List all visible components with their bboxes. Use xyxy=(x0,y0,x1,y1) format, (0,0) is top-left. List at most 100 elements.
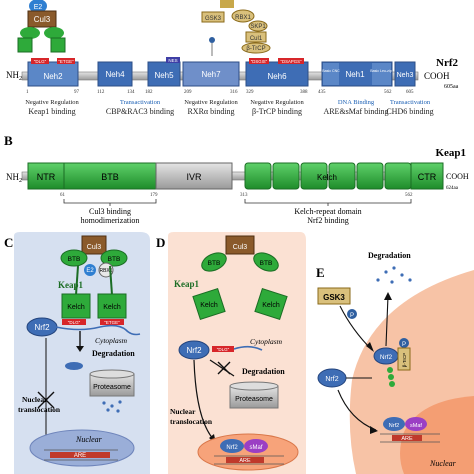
keap1-c-label: Keap1 xyxy=(58,280,84,290)
btb-c-left-label: BTB xyxy=(68,256,81,263)
nrf2-c-fragment xyxy=(65,362,83,370)
ubiquitin-e xyxy=(387,367,395,387)
gsk3-e-arrowhead xyxy=(366,342,374,352)
degradation-c-label: Degradation xyxy=(92,349,135,358)
nrf2-nh2: NH2 xyxy=(6,70,22,82)
peptide-e-1 xyxy=(384,270,388,274)
nrf2-e-label: Nrf2 xyxy=(380,354,393,361)
nrf2-c-chain xyxy=(55,324,141,336)
keap1-c-linker-right xyxy=(109,265,113,296)
pos-329: 329 xyxy=(246,90,254,95)
pos-1: 1 xyxy=(26,90,29,95)
panel-d-label: D xyxy=(156,235,165,250)
gsk3-e-label: GSK3 xyxy=(323,293,345,302)
nrf2-d-label: Nrf2 xyxy=(186,346,202,355)
btb-annot-2: homodimerization xyxy=(81,216,140,225)
motif-dlg-label: "DLG" xyxy=(34,59,47,64)
nucleus-e xyxy=(400,396,474,474)
peptides-c xyxy=(102,400,122,413)
pos-182: 182 xyxy=(145,90,153,95)
motif-basic-leuzip xyxy=(372,63,391,85)
kelch-c-left-label: Kelch xyxy=(67,304,85,311)
skp1-label: SKP1 xyxy=(250,24,266,30)
pos-97: 97 xyxy=(74,90,80,95)
translocation-d-label-2: translocation xyxy=(170,417,213,426)
motif-dlg xyxy=(31,58,49,64)
degradation-e-label: Degradation xyxy=(368,251,411,260)
nrf2-cooh: COOH xyxy=(424,71,450,81)
nrf2-length: 605aa xyxy=(444,84,459,90)
nrf2-d-nuc xyxy=(220,439,244,453)
smaf-d-label: sMaf xyxy=(249,445,262,451)
phospho-e-2 xyxy=(399,338,409,348)
peptide-c-5 xyxy=(116,409,120,413)
translocation-e-arrowhead xyxy=(370,426,378,434)
kelch-repeat-3 xyxy=(300,162,328,190)
btb-c-right xyxy=(100,249,128,267)
dlg-c-label: "DLG" xyxy=(68,320,81,325)
nucleus-c-label: Nuclear xyxy=(75,435,103,444)
btb-d-right xyxy=(253,252,279,272)
domain-neh1-label: Neh1 xyxy=(345,70,365,79)
domain-neh7-label: Neh7 xyxy=(201,70,221,79)
proteasome-d-label: Proteasome xyxy=(235,396,273,403)
phospho-e-1-label: P xyxy=(350,313,354,319)
are-e-label: ARE xyxy=(401,436,413,442)
degrade-c-arrowhead xyxy=(76,346,84,352)
pos-209: 209 xyxy=(184,90,192,95)
kelch-repeat-4 xyxy=(328,162,356,190)
kelch-d-left-label: Kelch xyxy=(200,302,218,309)
motif-basic-cnc-label: Basic CNC xyxy=(322,69,340,73)
proteasome-d-top xyxy=(229,381,279,391)
kelch-c-right-label: Kelch xyxy=(103,304,121,311)
ub-e-3 xyxy=(389,381,395,387)
domain-ctr-label: CTR xyxy=(418,172,437,182)
kelch-repeat-2 xyxy=(272,162,300,190)
cul1-node xyxy=(245,31,267,43)
pos-61: 61 xyxy=(60,193,66,198)
annot-1-category: Negative Regulation xyxy=(25,99,79,106)
nrf2-annotations: Negative Regulation Keap1 binding Transa… xyxy=(25,99,433,116)
annot-2-category: Transactivation xyxy=(120,99,161,106)
btrcp-label: β-TrCP xyxy=(246,46,265,52)
proteasome-c-top xyxy=(89,369,135,379)
cul3-d xyxy=(225,235,255,255)
phospho-e-2-label: P xyxy=(402,342,406,348)
kelch-d-right xyxy=(254,287,288,321)
kelch-left xyxy=(17,37,33,53)
btb-d-left xyxy=(201,252,227,272)
keap1-positions: 61 179 313 562 xyxy=(60,193,413,198)
domain-neh5 xyxy=(147,61,181,87)
are-d-dna xyxy=(226,457,264,463)
translocation-d-label-1: Nuclear xyxy=(170,407,196,416)
cul3-c-label: Cul3 xyxy=(87,244,102,251)
cul3-node xyxy=(27,10,57,28)
panel-c: C Cul3 BTB BTB E2 RBX1 Keap1 Kelch Kelch… xyxy=(4,232,150,474)
nucleus-e-label: Nuclear xyxy=(429,459,457,468)
peptide-c-1 xyxy=(102,401,106,405)
btrcp-node xyxy=(241,42,271,54)
domain-kelch-label: Kelch xyxy=(317,173,337,182)
gsk3-node xyxy=(220,0,234,8)
e2-label: E2 xyxy=(34,4,43,11)
btb-brace xyxy=(63,199,157,206)
motif-dsapgs-label: "DSAPGS" xyxy=(281,59,302,64)
domain-neh4 xyxy=(97,61,133,87)
pos-435: 435 xyxy=(318,90,326,95)
proteasome-c: Proteasome xyxy=(89,369,135,397)
domain-ctr xyxy=(410,162,444,190)
rbx1-label: RBX1 xyxy=(235,15,251,21)
domain-kelch: Kelch xyxy=(244,162,412,190)
domain-ivr xyxy=(155,162,233,190)
cytoplasm-d-label: Cytoplasm xyxy=(250,337,283,346)
rbx1-node xyxy=(231,9,255,23)
peptide-e-6 xyxy=(376,278,380,282)
btrcp-e xyxy=(397,347,411,371)
motif-dsgis xyxy=(249,58,269,64)
keap1-length: 624aa xyxy=(446,186,459,191)
kelch-d-right-label: Kelch xyxy=(262,302,280,309)
smaf-e xyxy=(405,417,427,431)
annot-4-text: β-TrCP binding xyxy=(252,107,302,116)
are-d-label: ARE xyxy=(239,458,251,464)
pos-112: 112 xyxy=(97,90,105,95)
